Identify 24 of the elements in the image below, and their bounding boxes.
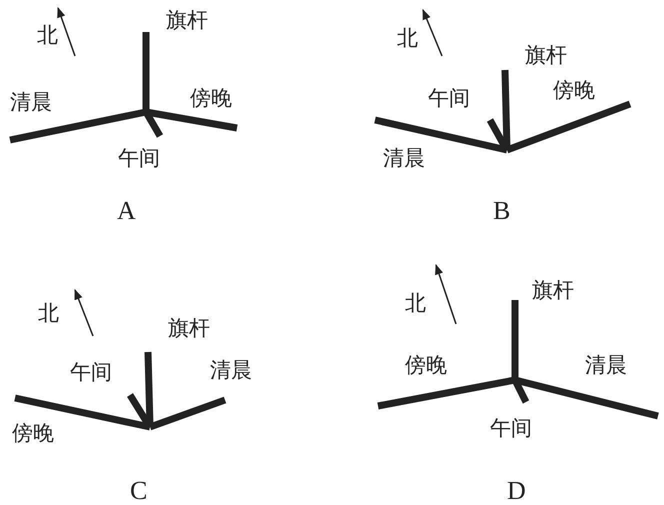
direction-label: 北 [37, 25, 58, 46]
panel-letter: D [507, 478, 526, 504]
panel-letter: B [493, 198, 510, 224]
pole-label: 旗杆 [525, 45, 567, 66]
time-label: 清晨 [585, 355, 627, 376]
pole-label: 旗杆 [168, 318, 210, 339]
time-label: 傍晚 [190, 88, 232, 109]
time-label: 傍晚 [553, 80, 595, 101]
direction-label: 北 [38, 303, 59, 324]
panel-letter: C [130, 478, 148, 504]
time-label: 午间 [118, 148, 160, 169]
time-label: 午间 [490, 418, 532, 439]
time-label: 傍晚 [405, 355, 447, 376]
time-label: 午间 [428, 88, 470, 109]
time-label: 傍晚 [12, 423, 54, 444]
direction-label: 北 [405, 293, 426, 314]
pole-label: 旗杆 [166, 10, 208, 31]
pole-label: 旗杆 [532, 280, 574, 301]
panel-letter: A [117, 198, 136, 224]
time-label: 清晨 [10, 92, 52, 113]
direction-label: 北 [397, 28, 418, 49]
time-label: 午间 [70, 362, 112, 383]
time-label: 清晨 [383, 148, 425, 169]
time-label: 清晨 [210, 360, 252, 381]
